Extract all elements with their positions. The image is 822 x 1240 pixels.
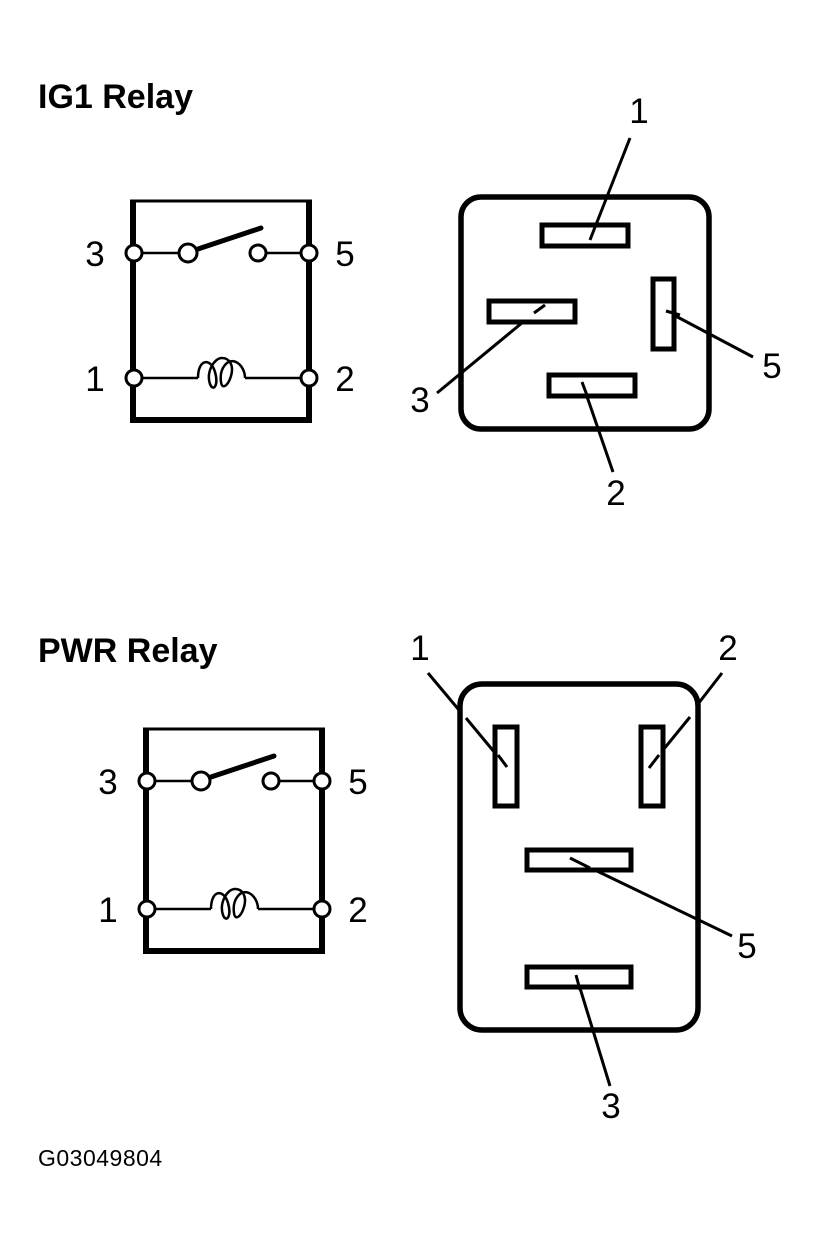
ig1-node-pin3 [124, 243, 144, 263]
pwr-schematic-pin-label-2: 2 [348, 891, 367, 930]
ig1-callout-tip-5 [665, 309, 681, 317]
pwr-callout-label-5: 5 [737, 927, 756, 966]
section-ig1: IG1 Relay 3 [38, 78, 782, 513]
pwr-coil-symbol [209, 887, 260, 920]
ig1-callout-tip-3 [533, 303, 546, 315]
ig1-callout-tip-2 [580, 381, 590, 399]
pwr-callout-tip-5 [569, 856, 591, 870]
pwr-callout-label-1: 1 [410, 629, 429, 668]
pwr-node-pin3 [137, 771, 157, 791]
pwr-relay-schematic: 3 5 1 2 [98, 727, 368, 954]
pwr-callout-tip-1 [496, 754, 509, 768]
ig1-schematic-pin-label-3: 3 [85, 235, 104, 274]
ig1-callout-line-5 [667, 310, 754, 359]
ig1-body-outline [458, 194, 712, 432]
ig1-coil-symbol [196, 356, 247, 389]
ig1-node-pin5 [299, 243, 319, 263]
ig1-terminal-slot-2 [546, 372, 638, 399]
pwr-relay-body: 1 2 5 3 [410, 629, 756, 1126]
pwr-section-title: PWR Relay [38, 632, 218, 670]
pwr-schematic-pin-label-3: 3 [98, 763, 117, 802]
ig1-terminal-slot-3 [486, 298, 578, 325]
pwr-node-pin1 [137, 899, 157, 919]
figure-id-label: G03049804 [38, 1145, 163, 1171]
pwr-node-switch-contact [261, 771, 281, 791]
pwr-schematic-pin-label-5: 5 [348, 763, 367, 802]
ig1-callout-label-2: 2 [606, 474, 625, 513]
ig1-terminal-slot-1 [539, 222, 631, 249]
ig1-callout-line-3 [436, 311, 535, 395]
pwr-node-pin5 [312, 771, 332, 791]
ig1-schematic-pin-label-5: 5 [335, 235, 354, 274]
ig1-callout-label-5: 5 [762, 347, 781, 386]
pwr-node-switch-pivot [190, 770, 212, 792]
pwr-schematic-pin-label-1: 1 [98, 891, 117, 930]
ig1-callout-label-1: 1 [629, 92, 648, 131]
ig1-node-pin2 [299, 368, 319, 388]
pwr-terminal-slot-5 [524, 847, 634, 873]
ig1-section-title: IG1 Relay [38, 78, 193, 116]
ig1-terminal-slot-5 [650, 276, 677, 352]
ig1-switch-arm [186, 225, 264, 255]
ig1-schematic-pin-label-2: 2 [335, 360, 354, 399]
ig1-callout-tip-1 [588, 221, 599, 241]
pwr-callout-tip-2 [647, 754, 661, 769]
pwr-callout-tip-3 [574, 974, 582, 991]
ig1-callout-label-3: 3 [410, 381, 429, 420]
pwr-callout-label-3: 3 [601, 1087, 620, 1126]
ig1-node-pin1 [124, 368, 144, 388]
ig1-schematic-pin-label-1: 1 [85, 360, 104, 399]
section-pwr: PWR Relay 3 5 1 2 [38, 629, 757, 1126]
ig1-relay-schematic: 3 5 1 2 [85, 199, 355, 423]
pwr-callout-line-3 [574, 974, 612, 1087]
pwr-callout-label-2: 2 [718, 629, 737, 668]
ig1-node-switch-pivot [177, 242, 199, 264]
ig1-relay-body: 1 3 2 5 [410, 92, 781, 513]
ig1-node-switch-contact [248, 243, 268, 263]
pwr-node-pin2 [312, 899, 332, 919]
pwr-switch-arm [199, 753, 277, 783]
